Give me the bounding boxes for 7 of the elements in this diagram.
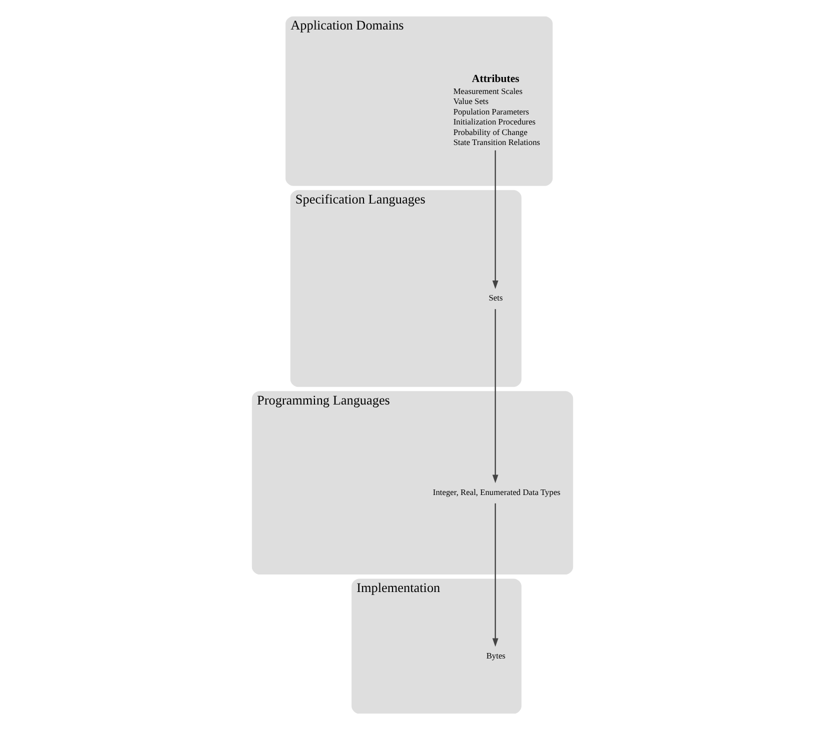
node-text: Bytes bbox=[486, 650, 506, 660]
arrow bbox=[492, 308, 498, 483]
node-text: Sets bbox=[488, 293, 503, 302]
arrow bbox=[492, 502, 498, 646]
arrow bbox=[492, 150, 498, 288]
node-text: Integer, Real, Enumerated Data Types bbox=[432, 487, 560, 496]
node-text: Attributes Measurement Scales Value Sets Population Parameters Initialization Procedures Probability of Change State Transition Relations bbox=[453, 72, 540, 147]
